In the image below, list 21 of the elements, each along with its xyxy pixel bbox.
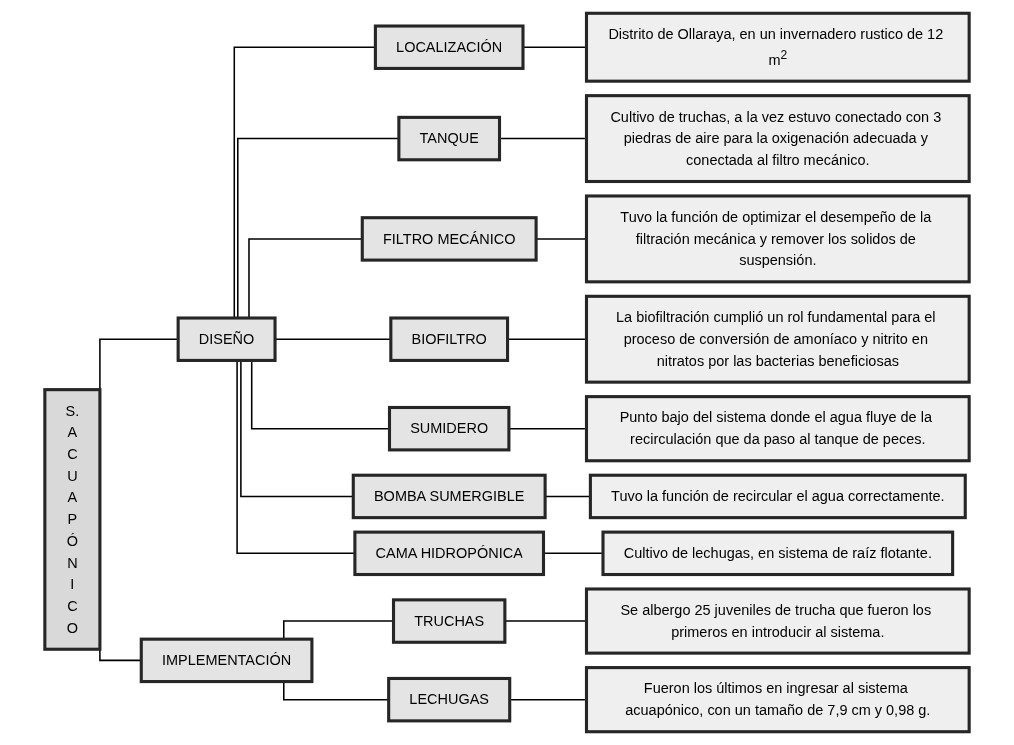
node-box: Se albergo 25 juveniles de trucha que fueron los primeros en introducir al sistema. [584,587,971,655]
node-box: Tuvo la función de optimizar el desempeño de la filtración mecánica y remover los solidos de suspensión. [584,194,971,284]
node-box: Fueron los últimos en ingresar al sistema acuapónico, con un tamaño de 7,9 cm y 0,98 g. [584,666,971,734]
node-box: LECHUGAS [387,676,512,723]
node-box: Distrito de Ollaraya, en un invernadero rustico de 12 m$^{2}$ [584,11,971,83]
node-box: TRUCHAS [391,598,507,644]
node-box: Punto bajo del sistema donde el agua fluye de la recirculación que da paso al tanque de peces. [584,395,971,463]
node-box: TANQUE [397,115,502,162]
node-box: Tuvo la función de recircular el agua correctamente. [588,473,967,520]
node-box: Cultivo de truchas, a la vez estuvo conectado con 3 piedras de aire para la oxigenación adecuada y conectada al filtro mecánico. [584,94,971,184]
node-box: LOCALIZACIÓN [373,24,525,70]
node-box: CAMA HIDROPÓNICA [353,530,546,577]
node-box: Cultivo de lechugas, en sistema de raíz flotante. [601,530,955,577]
node-box: La biofiltración cumplió un rol fundamental para el proceso de conversión de amoníaco y nitrito en nitratos por las bacterias beneficiosas [584,294,971,384]
node-box: DISEÑO [176,316,277,362]
node-box: SUMIDERO [387,405,511,452]
node-box: BIOFILTRO [389,316,510,362]
node-box: BOMBA SUMERGIBLE [351,473,547,520]
node-box: FILTRO MECÁNICO [360,216,538,262]
node-box: S. A C U A P Ó N I C O [43,388,102,651]
node-box: IMPLEMENTACIÓN [139,637,314,684]
